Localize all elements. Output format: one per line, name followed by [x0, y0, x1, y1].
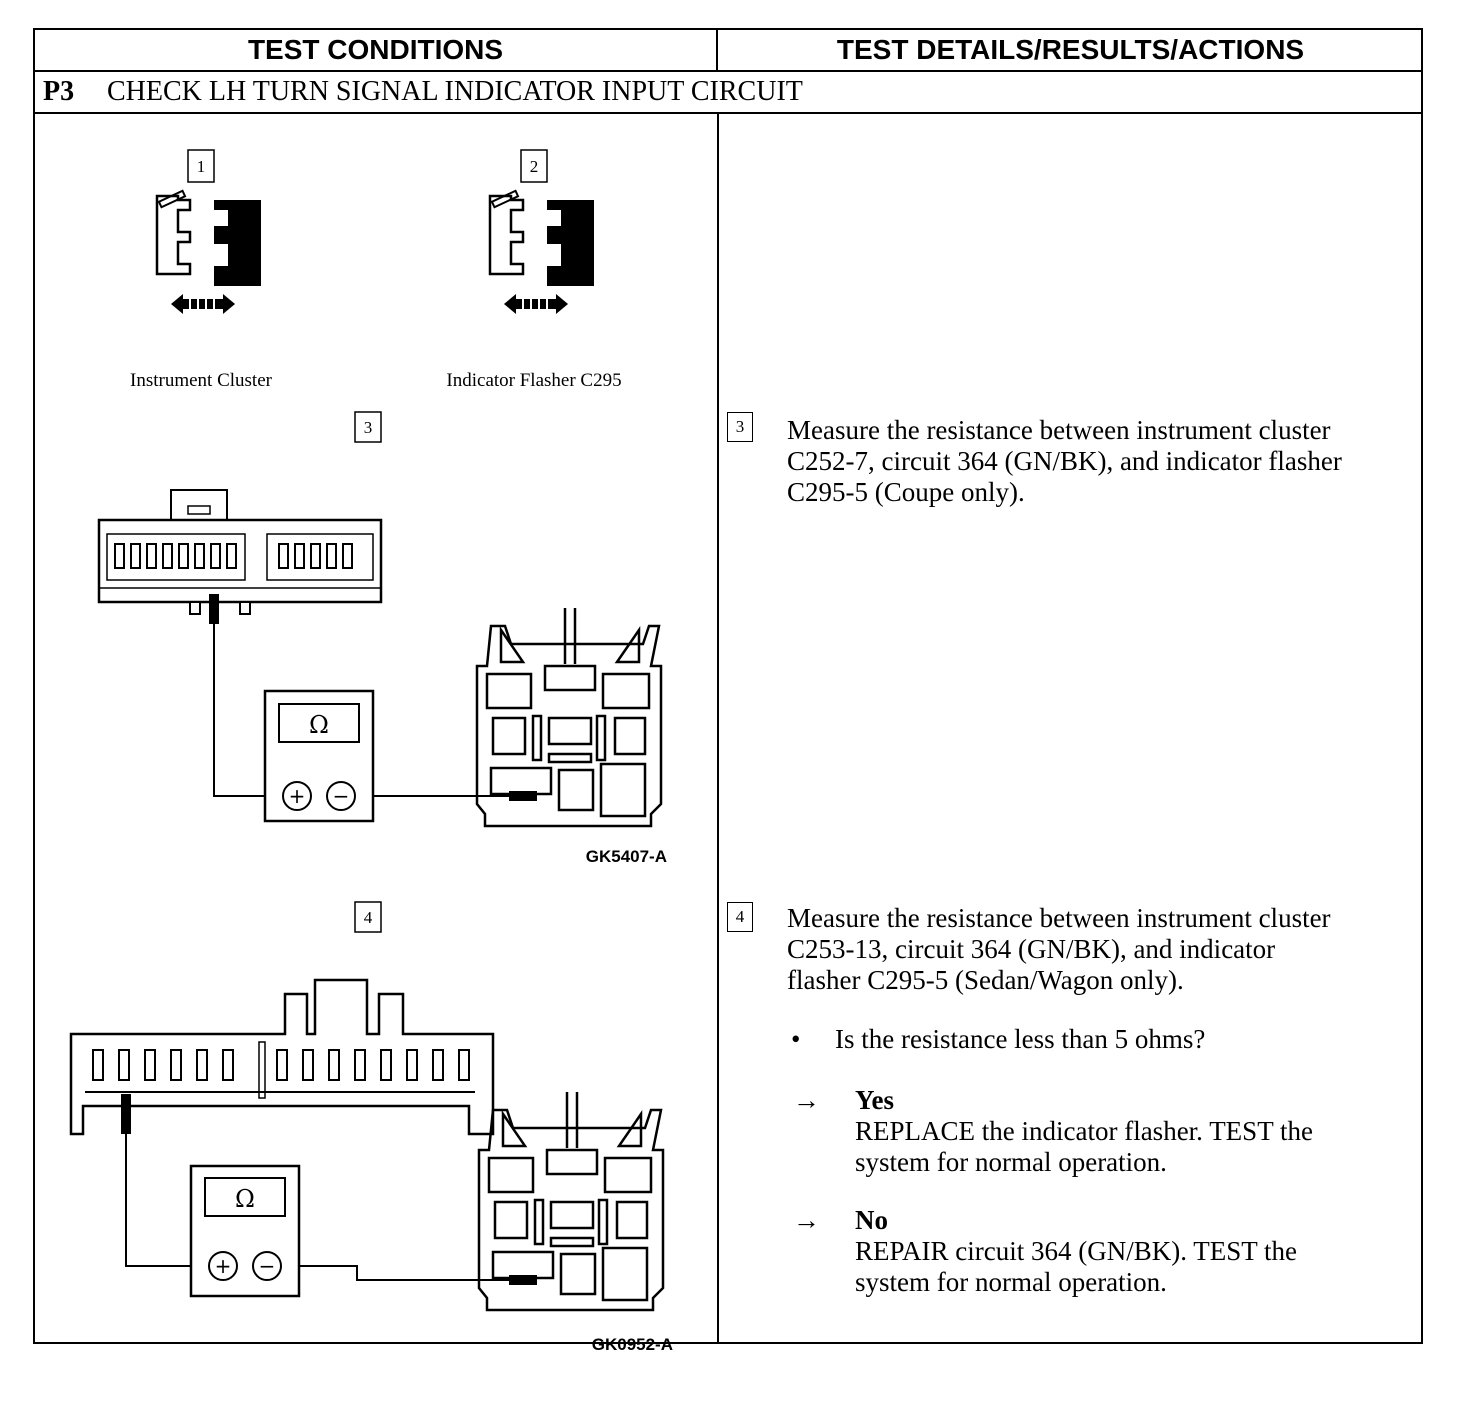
step-4-number: 4 [727, 902, 753, 932]
header-test-conditions: TEST CONDITIONS [35, 30, 718, 72]
cluster-connector-c253 [69, 978, 495, 1136]
question-bullet: • [791, 1024, 801, 1054]
step-3-line-1: Measure the resistance between instrumen… [787, 415, 1331, 445]
probe-plus-4 [121, 1094, 131, 1134]
no-arrow: → [793, 1205, 820, 1235]
probe-minus-4 [509, 1275, 537, 1285]
diagram-2-label: Indicator Flasher C295 [446, 370, 621, 391]
step-title-row: P3 CHECK LH TURN SIGNAL INDICATOR INPUT … [35, 72, 1423, 114]
ohm-symbol-4: Ω [235, 1185, 255, 1213]
step-4-instructions: Measure the resistance between instrumen… [787, 903, 1331, 996]
cluster-connector-c252 [97, 489, 383, 615]
outcome-no: No REPAIR circuit 364 (GN/BK). TEST the … [855, 1205, 1297, 1298]
outcome-no-line-2: system for normal operation. [855, 1267, 1167, 1297]
diagram-2-number: 2 [530, 157, 539, 176]
outcome-no-line-1: REPAIR circuit 364 (GN/BK). TEST the [855, 1236, 1297, 1266]
step-3-number: 3 [727, 412, 753, 442]
diagram-3-number: 3 [364, 418, 373, 437]
step-3-line-2: C252-7, circuit 364 (GN/BK), and indicat… [787, 446, 1342, 476]
outcome-no-key: No [855, 1205, 888, 1235]
step-3-instructions: Measure the resistance between instrumen… [787, 415, 1342, 508]
figure-code-3: GK5407-A [586, 847, 667, 866]
step-id: P3 [43, 76, 75, 107]
outcome-yes-line-1: REPLACE the indicator flasher. TEST the [855, 1116, 1313, 1146]
step-title: CHECK LH TURN SIGNAL INDICATOR INPUT CIR… [107, 76, 803, 107]
c253-pins [92, 1049, 470, 1081]
figure-code-4: GK0952-A [592, 1335, 673, 1354]
step-4-line-3: flasher C295-5 (Sedan/Wagon only). [787, 965, 1184, 995]
step-3-line-3: C295-5 (Coupe only). [787, 477, 1025, 507]
minus-terminal-4: − [259, 1254, 276, 1278]
connector-disconnect-diagram-2: 2 Indicator Flasher C295 [446, 149, 622, 391]
minus-terminal-3: − [333, 784, 350, 808]
outcome-yes-line-2: system for normal operation. [855, 1147, 1167, 1177]
step-4-line-2: C253-13, circuit 364 (GN/BK), and indica… [787, 934, 1276, 964]
step-4-line-1: Measure the resistance between instrumen… [787, 903, 1331, 933]
diagram-4-number: 4 [364, 908, 373, 927]
measurement-diagram-4: 4 Ω [69, 901, 673, 1354]
question-text: Is the resistance less than 5 ohms? [835, 1024, 1206, 1054]
header-test-details: TEST DETAILS/RESULTS/ACTIONS [718, 30, 1423, 72]
wire-minus-4 [271, 1265, 513, 1281]
measurement-diagram-3: 3 [97, 411, 667, 866]
ohm-symbol-3: Ω [309, 711, 329, 739]
flasher-connector-c295-3 [475, 608, 663, 828]
diagram-1-label: Instrument Cluster [130, 370, 273, 391]
connector-disconnect-diagram-1: 1 Instrument Cluster [130, 149, 273, 391]
outcome-yes: Yes REPLACE the indicator flasher. TEST … [855, 1085, 1313, 1178]
probe-plus-3 [209, 594, 219, 624]
ohmmeter-3: Ω + − [263, 689, 375, 823]
plus-terminal-4: + [215, 1254, 232, 1278]
plus-terminal-3: + [289, 784, 306, 808]
test-table: TEST CONDITIONS TEST DETAILS/RESULTS/ACT… [33, 28, 1423, 1354]
flasher-connector-c295-4 [477, 1092, 665, 1312]
ohmmeter-4: Ω + − [189, 1164, 301, 1298]
c252-pins [114, 543, 353, 569]
yes-arrow: → [793, 1085, 820, 1115]
column-divider [717, 114, 719, 1344]
probe-minus-3 [509, 791, 537, 801]
test-conditions-diagrams: 1 Instrument Cluster 2 [69, 149, 673, 1354]
diagram-1-number: 1 [197, 157, 206, 176]
outcome-yes-key: Yes [855, 1085, 894, 1115]
